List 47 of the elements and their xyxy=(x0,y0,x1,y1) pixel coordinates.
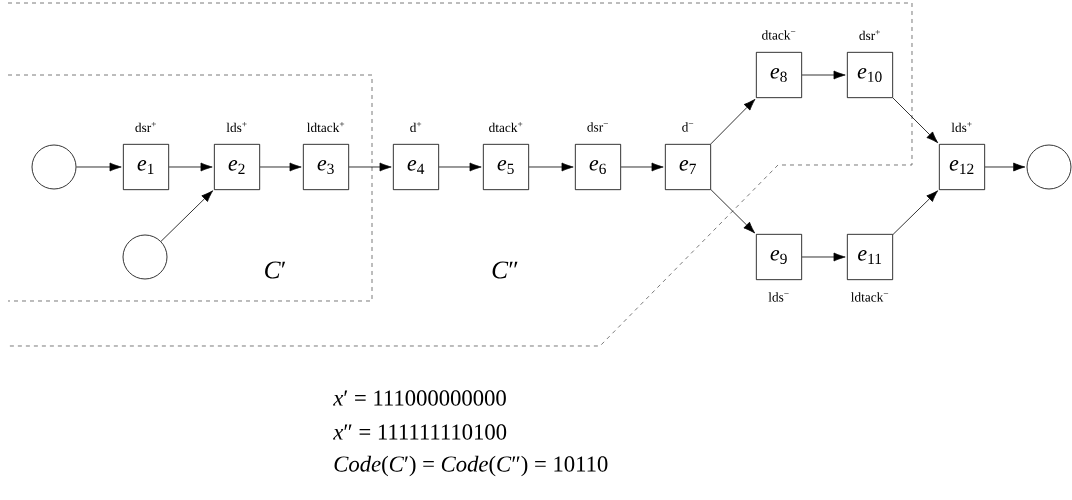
arrow xyxy=(76,162,122,172)
place-circle xyxy=(122,234,168,280)
event-label: d$^{−}$ xyxy=(682,122,694,132)
arrow xyxy=(348,162,392,172)
event-box: e$_{3}$ xyxy=(302,143,350,191)
event-label: ldtack$^{+}$ xyxy=(307,121,345,133)
arrow xyxy=(892,190,939,235)
place-circle xyxy=(1026,144,1072,190)
event-box: e$_{5}$ xyxy=(482,143,530,191)
event-label: lds$^{+}$ xyxy=(951,121,972,133)
arrow xyxy=(710,189,756,234)
equation: x″ = 111111110100 xyxy=(333,424,507,440)
event-box: e$_{12}$ xyxy=(938,143,986,191)
event-label: dsr$^{−}$ xyxy=(587,122,608,132)
event-label: dsr$^{+}$ xyxy=(859,29,880,41)
event-label: dsr$^{+}$ xyxy=(135,121,156,133)
arrow xyxy=(259,162,302,172)
event-box: e$_{10}$ xyxy=(846,51,894,99)
arrow xyxy=(160,190,214,242)
arrow xyxy=(438,162,482,172)
event-label: dtack$^{+}$ xyxy=(489,121,523,133)
event-label: d$^{+}$ xyxy=(410,121,422,133)
arrow xyxy=(801,70,846,80)
event-label: lds$^{−}$ xyxy=(768,292,789,302)
event-box: e$_{8}$ xyxy=(755,51,803,99)
event-label: lds$^{+}$ xyxy=(226,121,247,133)
arrow xyxy=(620,162,664,172)
arrow xyxy=(710,98,756,145)
arrow xyxy=(168,162,213,172)
arrow xyxy=(984,162,1026,172)
place-circle xyxy=(31,144,77,190)
event-label: dtack$^{−}$ xyxy=(762,30,796,40)
arrow xyxy=(892,97,939,144)
equation: Code(C′) = Code(C″) = 10110 xyxy=(334,455,608,477)
region-label: C″ xyxy=(492,261,518,279)
event-label: ldtack$^{−}$ xyxy=(851,292,889,302)
arrow xyxy=(801,252,846,262)
event-box: e$_{6}$ xyxy=(574,143,622,191)
event-box: e$_{11}$ xyxy=(846,233,894,281)
arrow xyxy=(528,162,574,172)
region-label: C′ xyxy=(265,261,286,279)
event-box: e$_{1}$ xyxy=(122,143,170,191)
event-box: e$_{2}$ xyxy=(213,143,261,191)
event-box: e$_{4}$ xyxy=(392,143,440,191)
event-box: e$_{9}$ xyxy=(755,233,803,281)
equation: x′ = 111000000000 xyxy=(333,390,506,406)
event-box: e$_{7}$ xyxy=(664,143,712,191)
